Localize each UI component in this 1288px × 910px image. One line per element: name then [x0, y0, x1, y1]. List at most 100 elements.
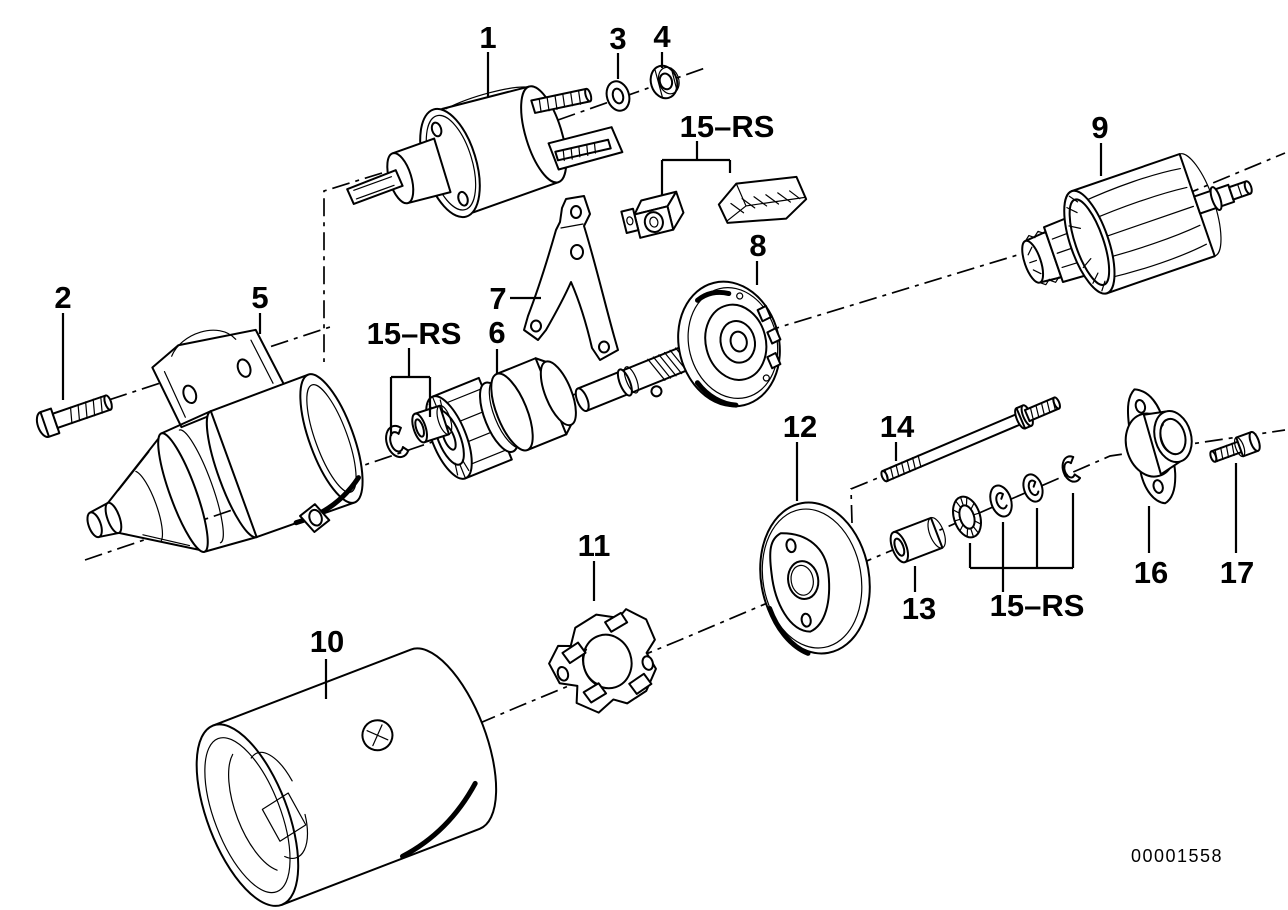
cap-bolt-hole-2 — [1152, 479, 1164, 494]
spacer-bore — [893, 537, 906, 557]
callout-17: 17 — [1220, 555, 1254, 590]
part-4-nut — [649, 64, 680, 100]
cover-shading — [767, 605, 811, 656]
rim-hole-1 — [762, 374, 770, 382]
nose-face — [104, 501, 123, 535]
bracket-15rs-mid — [389, 348, 432, 436]
part-15rs-serrated-washer — [952, 495, 982, 539]
callout-12: 12 — [783, 409, 817, 444]
nose-tip-face — [86, 511, 103, 539]
callout-16: 16 — [1134, 555, 1168, 590]
part-15rs-bushing — [411, 404, 453, 444]
gear-teeth-lines — [439, 388, 507, 468]
stud-axis — [557, 67, 706, 121]
spacer-back — [927, 517, 946, 549]
housing-inner-rim — [204, 737, 291, 894]
mid-rim-2 — [178, 429, 224, 544]
screw17-threads — [1214, 442, 1235, 463]
rim-slot-2 — [766, 327, 782, 345]
callout-labels: 1 2 3 4 5 6 7 8 9 10 11 12 13 14 16 17 1… — [54, 19, 1254, 659]
rim-hole-2 — [736, 292, 744, 300]
fork-pivot-hole — [570, 244, 584, 260]
part-17-screw — [1209, 430, 1261, 463]
part-9-armature — [1021, 153, 1253, 295]
blade-lines — [353, 176, 395, 200]
screw17-head-back — [1233, 436, 1246, 458]
callout-15rs-middle: 15–RS — [367, 316, 462, 351]
part-1-solenoid — [346, 85, 624, 219]
part-16-bearing-cap — [1124, 388, 1193, 505]
clutch-lip — [539, 360, 577, 427]
flange-hole-1 — [430, 121, 443, 138]
bracket-hole-2 — [236, 358, 252, 378]
spline-teeth — [1024, 230, 1060, 286]
brush-box-1 — [561, 641, 587, 665]
rod-right-threads — [1029, 397, 1056, 421]
snap-ring-ends — [397, 426, 410, 452]
callout-2: 2 — [54, 280, 71, 315]
callout-7: 7 — [489, 281, 506, 316]
cover-hole-2 — [800, 612, 812, 628]
housing-shading — [399, 780, 478, 859]
rim-slot-3 — [766, 352, 782, 370]
brush-box-2 — [604, 611, 629, 633]
callout-10: 10 — [310, 624, 344, 659]
screw17-head-face — [1248, 430, 1261, 452]
snap-ring-inner — [389, 431, 404, 453]
stud-top-threads — [538, 90, 582, 113]
brush-box-3 — [582, 682, 608, 704]
part-13-spacer — [889, 516, 946, 564]
bracket-edges — [163, 329, 274, 418]
shaft-tip-face — [1243, 180, 1253, 195]
screw-tip — [103, 394, 113, 411]
callout-4: 4 — [653, 19, 671, 54]
ear-hole-2 — [641, 655, 654, 671]
part-11-brush-holder — [548, 608, 657, 714]
nut-hole — [658, 72, 674, 91]
rim-slot-1 — [756, 304, 772, 323]
part-15rs-lock-washer-2 — [1022, 473, 1044, 503]
lock-washer-2-inner — [1027, 479, 1040, 497]
lock-washer-2-outer — [1022, 473, 1044, 503]
part-15rs-terminal-block — [620, 190, 685, 239]
wedge-bend-lines — [726, 183, 807, 222]
fork-top-hole — [570, 205, 582, 219]
part-2-screw — [35, 394, 113, 438]
part-15rs-c-clip — [1061, 455, 1082, 483]
brush-box-4 — [628, 672, 653, 695]
plate-center-hole — [729, 330, 748, 353]
fork-pad-hole-right — [598, 340, 610, 354]
nose-tip — [89, 501, 120, 538]
cover-hole-1 — [785, 538, 797, 554]
housing-front-rim — [195, 723, 300, 907]
winding-hatch — [1066, 195, 1106, 292]
part-15rs-lock-washer-1 — [989, 484, 1013, 518]
serration-ticks — [952, 496, 982, 538]
bracket-hole-1 — [182, 384, 198, 405]
phillips-cross-icon — [366, 724, 389, 747]
cap-bore — [1159, 417, 1187, 456]
cone-ribs — [117, 451, 191, 547]
pole-shoe-arcs — [228, 751, 309, 871]
snap-ring-outer — [385, 424, 410, 459]
cover-center-hole — [787, 560, 820, 600]
flange-hole-2 — [457, 190, 469, 207]
fork-outline — [523, 195, 619, 361]
mid-body — [160, 410, 258, 553]
part-15rs-wedge — [717, 175, 808, 224]
block-tab-hole — [626, 216, 634, 226]
lock-washer-1-inner — [995, 492, 1008, 510]
c-clip-outer — [1061, 455, 1082, 483]
shaft-groove — [1236, 183, 1243, 198]
block-hole — [643, 211, 664, 234]
c-clip-ends — [1069, 456, 1082, 479]
callout-15rs-top: 15–RS — [680, 109, 775, 144]
shaft-face — [574, 387, 590, 413]
part-7-shift-fork — [523, 195, 619, 361]
block-tab — [620, 207, 640, 234]
nut-facets — [654, 67, 678, 99]
part-15rs-snap-ring — [385, 424, 410, 459]
drawing-number: 00001558 — [1131, 846, 1223, 866]
lower-lug-hole — [308, 508, 323, 527]
